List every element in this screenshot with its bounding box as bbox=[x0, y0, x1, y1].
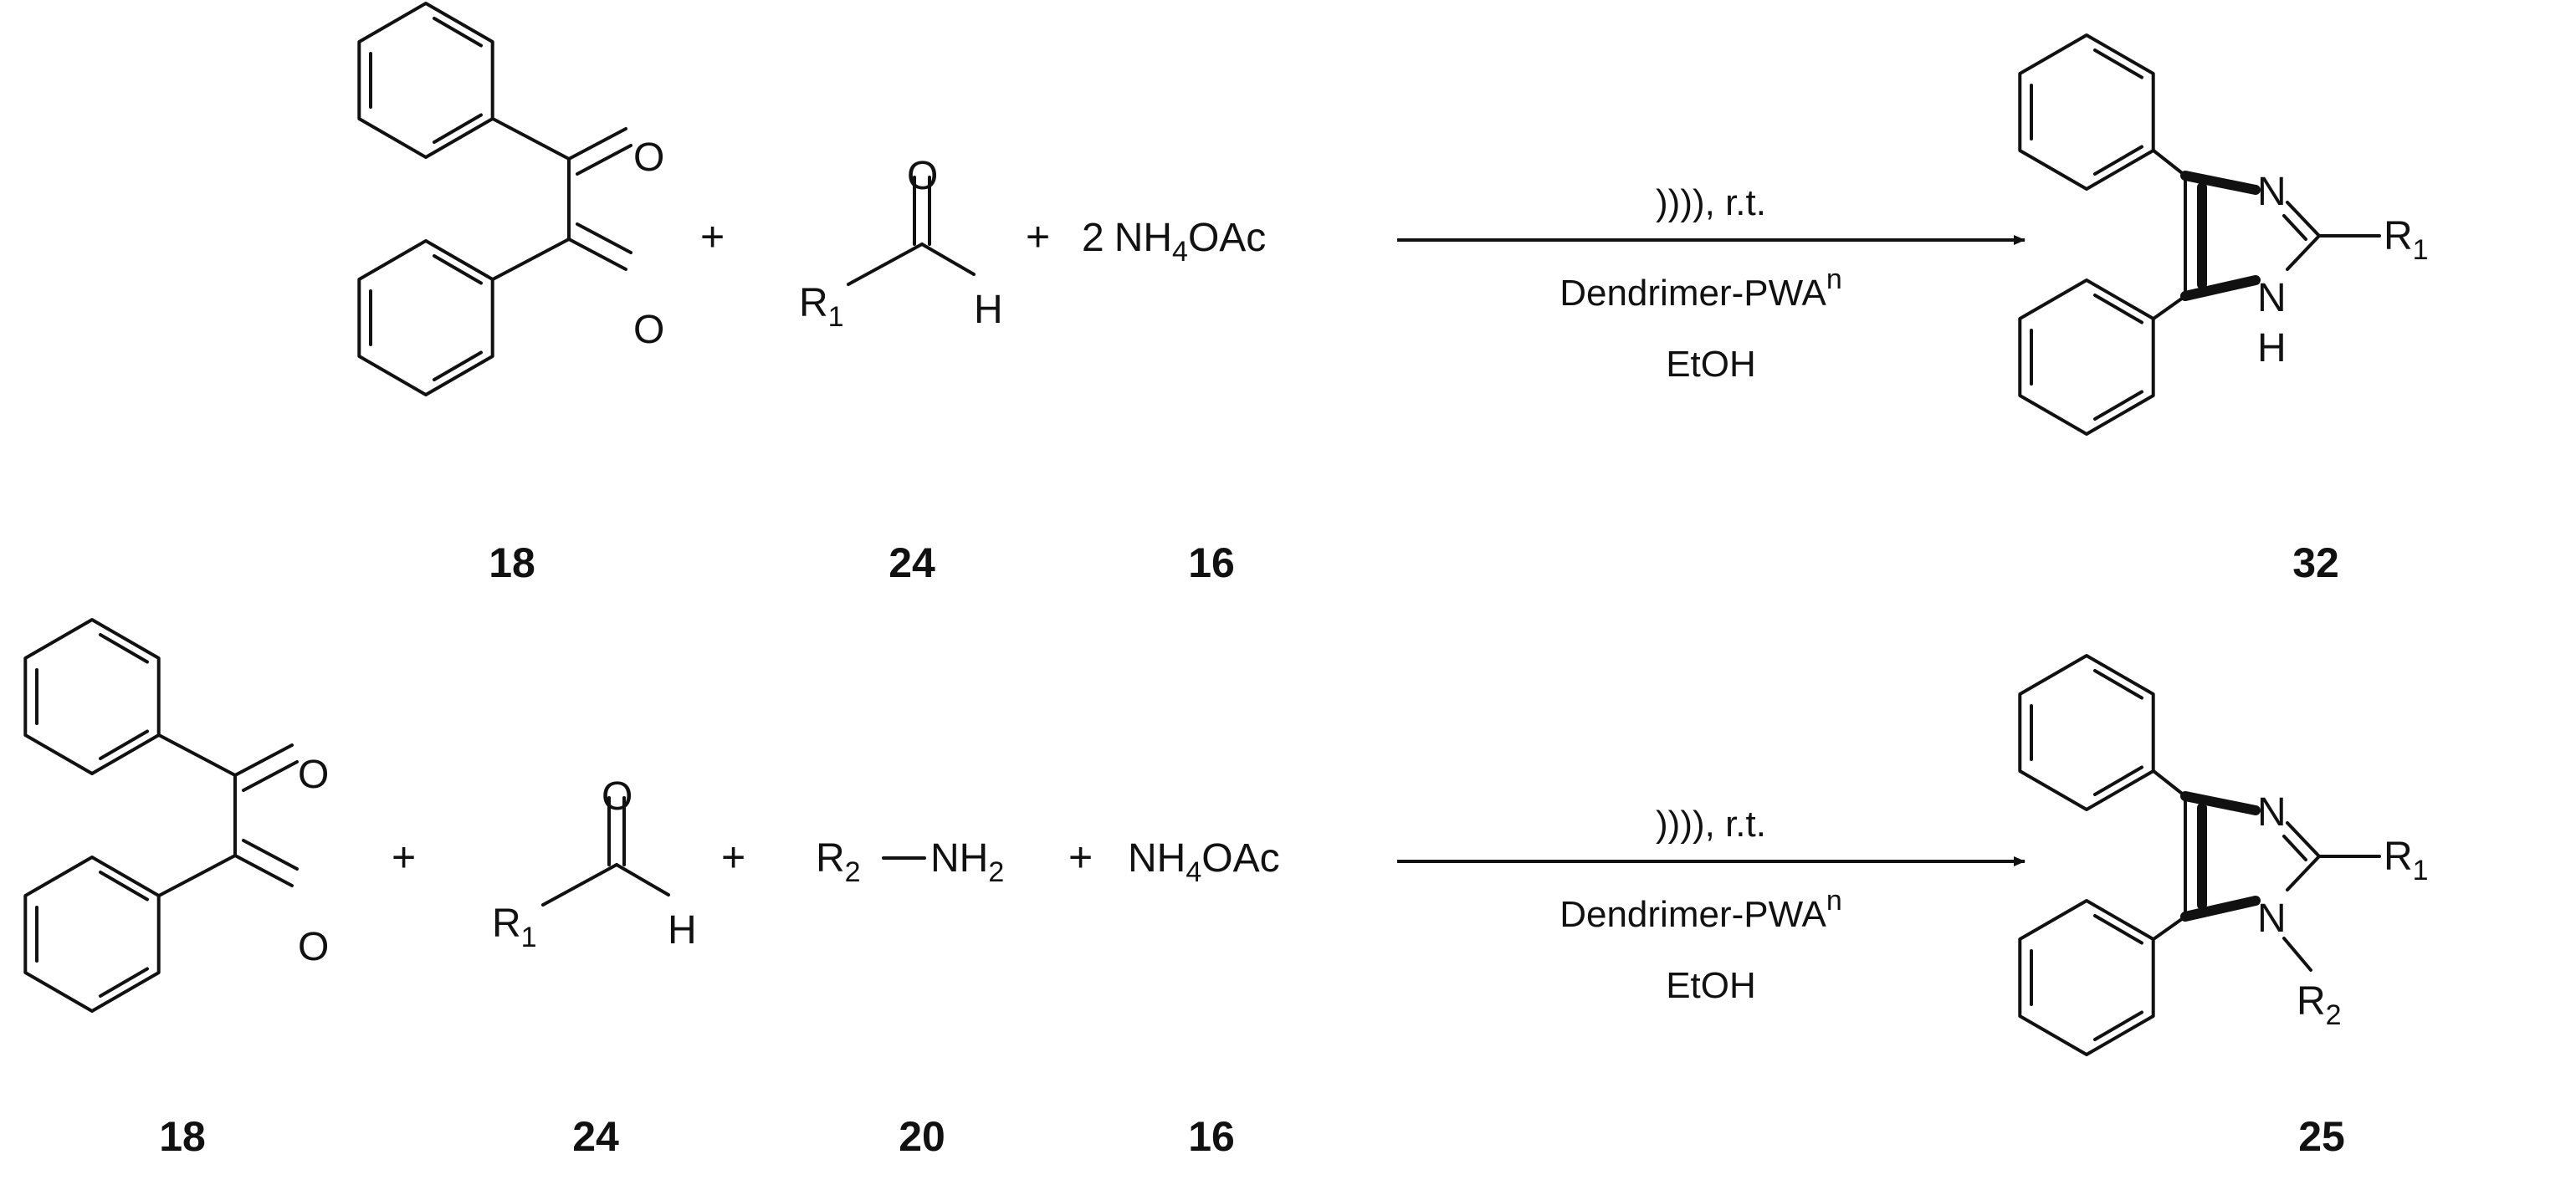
compound-number: 24 bbox=[889, 539, 935, 586]
compound-24-aldehyde: O H R1 bbox=[492, 774, 697, 953]
condition-sonication: )))), r.t. bbox=[1656, 804, 1766, 845]
plus-sign: + bbox=[392, 834, 416, 881]
compound-number: 32 bbox=[2292, 539, 2339, 586]
r2-substituent: R2 bbox=[2297, 979, 2342, 1031]
amine-nh2: NH2 bbox=[930, 836, 1004, 888]
compound-25-imidazole: N N R2 R1 bbox=[2020, 656, 2429, 1055]
reaction-2: O O + O H R1 + R2 NH2 + NH4OAc )))), r.t… bbox=[25, 620, 2429, 1160]
plus-sign: + bbox=[700, 213, 725, 260]
plus-sign: + bbox=[1068, 834, 1093, 881]
r1-substituent: R1 bbox=[2384, 214, 2429, 266]
compound-32-imidazole: N N H R1 bbox=[2020, 35, 2429, 434]
compound-number: 18 bbox=[489, 539, 535, 586]
carbonyl-oxygen-2: O bbox=[298, 925, 329, 969]
compound-20-amine: R2 NH2 bbox=[816, 836, 1004, 888]
compound-18-benzil: O O bbox=[25, 620, 329, 1011]
compound-number: 24 bbox=[572, 1113, 619, 1160]
compound-18-benzil: O O bbox=[359, 3, 664, 395]
compound-number: 18 bbox=[159, 1113, 206, 1160]
plus-sign: + bbox=[721, 834, 745, 881]
r1-substituent: R1 bbox=[492, 902, 537, 953]
r1-substituent: R1 bbox=[2384, 835, 2429, 886]
carbonyl-oxygen-1: O bbox=[298, 753, 329, 797]
aldehyde-hydrogen: H bbox=[974, 288, 1003, 332]
compound-number: 16 bbox=[1188, 1113, 1235, 1160]
condition-catalyst: Dendrimer-PWAn bbox=[1559, 885, 1842, 935]
imidazole-n3: N bbox=[2257, 790, 2287, 835]
imidazole-n3: N bbox=[2257, 170, 2287, 214]
imidazole-n1: N bbox=[2257, 276, 2287, 320]
condition-sonication: )))), r.t. bbox=[1656, 182, 1766, 223]
compound-24-aldehyde: O H R1 bbox=[799, 154, 1003, 333]
aldehyde-oxygen: O bbox=[907, 154, 938, 198]
plus-sign: + bbox=[1026, 213, 1050, 260]
condition-solvent: EtOH bbox=[1666, 965, 1756, 1006]
carbonyl-oxygen-1: O bbox=[633, 135, 664, 180]
aldehyde-hydrogen: H bbox=[668, 908, 697, 953]
carbonyl-oxygen-2: O bbox=[633, 308, 664, 352]
compound-number: 16 bbox=[1188, 539, 1235, 586]
compound-number: 20 bbox=[899, 1113, 945, 1160]
r1-substituent: R1 bbox=[799, 281, 844, 333]
aldehyde-oxygen: O bbox=[602, 774, 632, 819]
imidazole-n1: N bbox=[2257, 896, 2287, 941]
compound-number: 25 bbox=[2298, 1113, 2345, 1160]
ammonium-acetate: NH4OAc bbox=[1128, 836, 1280, 888]
condition-solvent: EtOH bbox=[1666, 344, 1756, 385]
condition-catalyst: Dendrimer-PWAn bbox=[1559, 263, 1842, 314]
imidazole-n1-hydrogen: H bbox=[2257, 326, 2287, 370]
r2-substituent: R2 bbox=[816, 836, 861, 888]
